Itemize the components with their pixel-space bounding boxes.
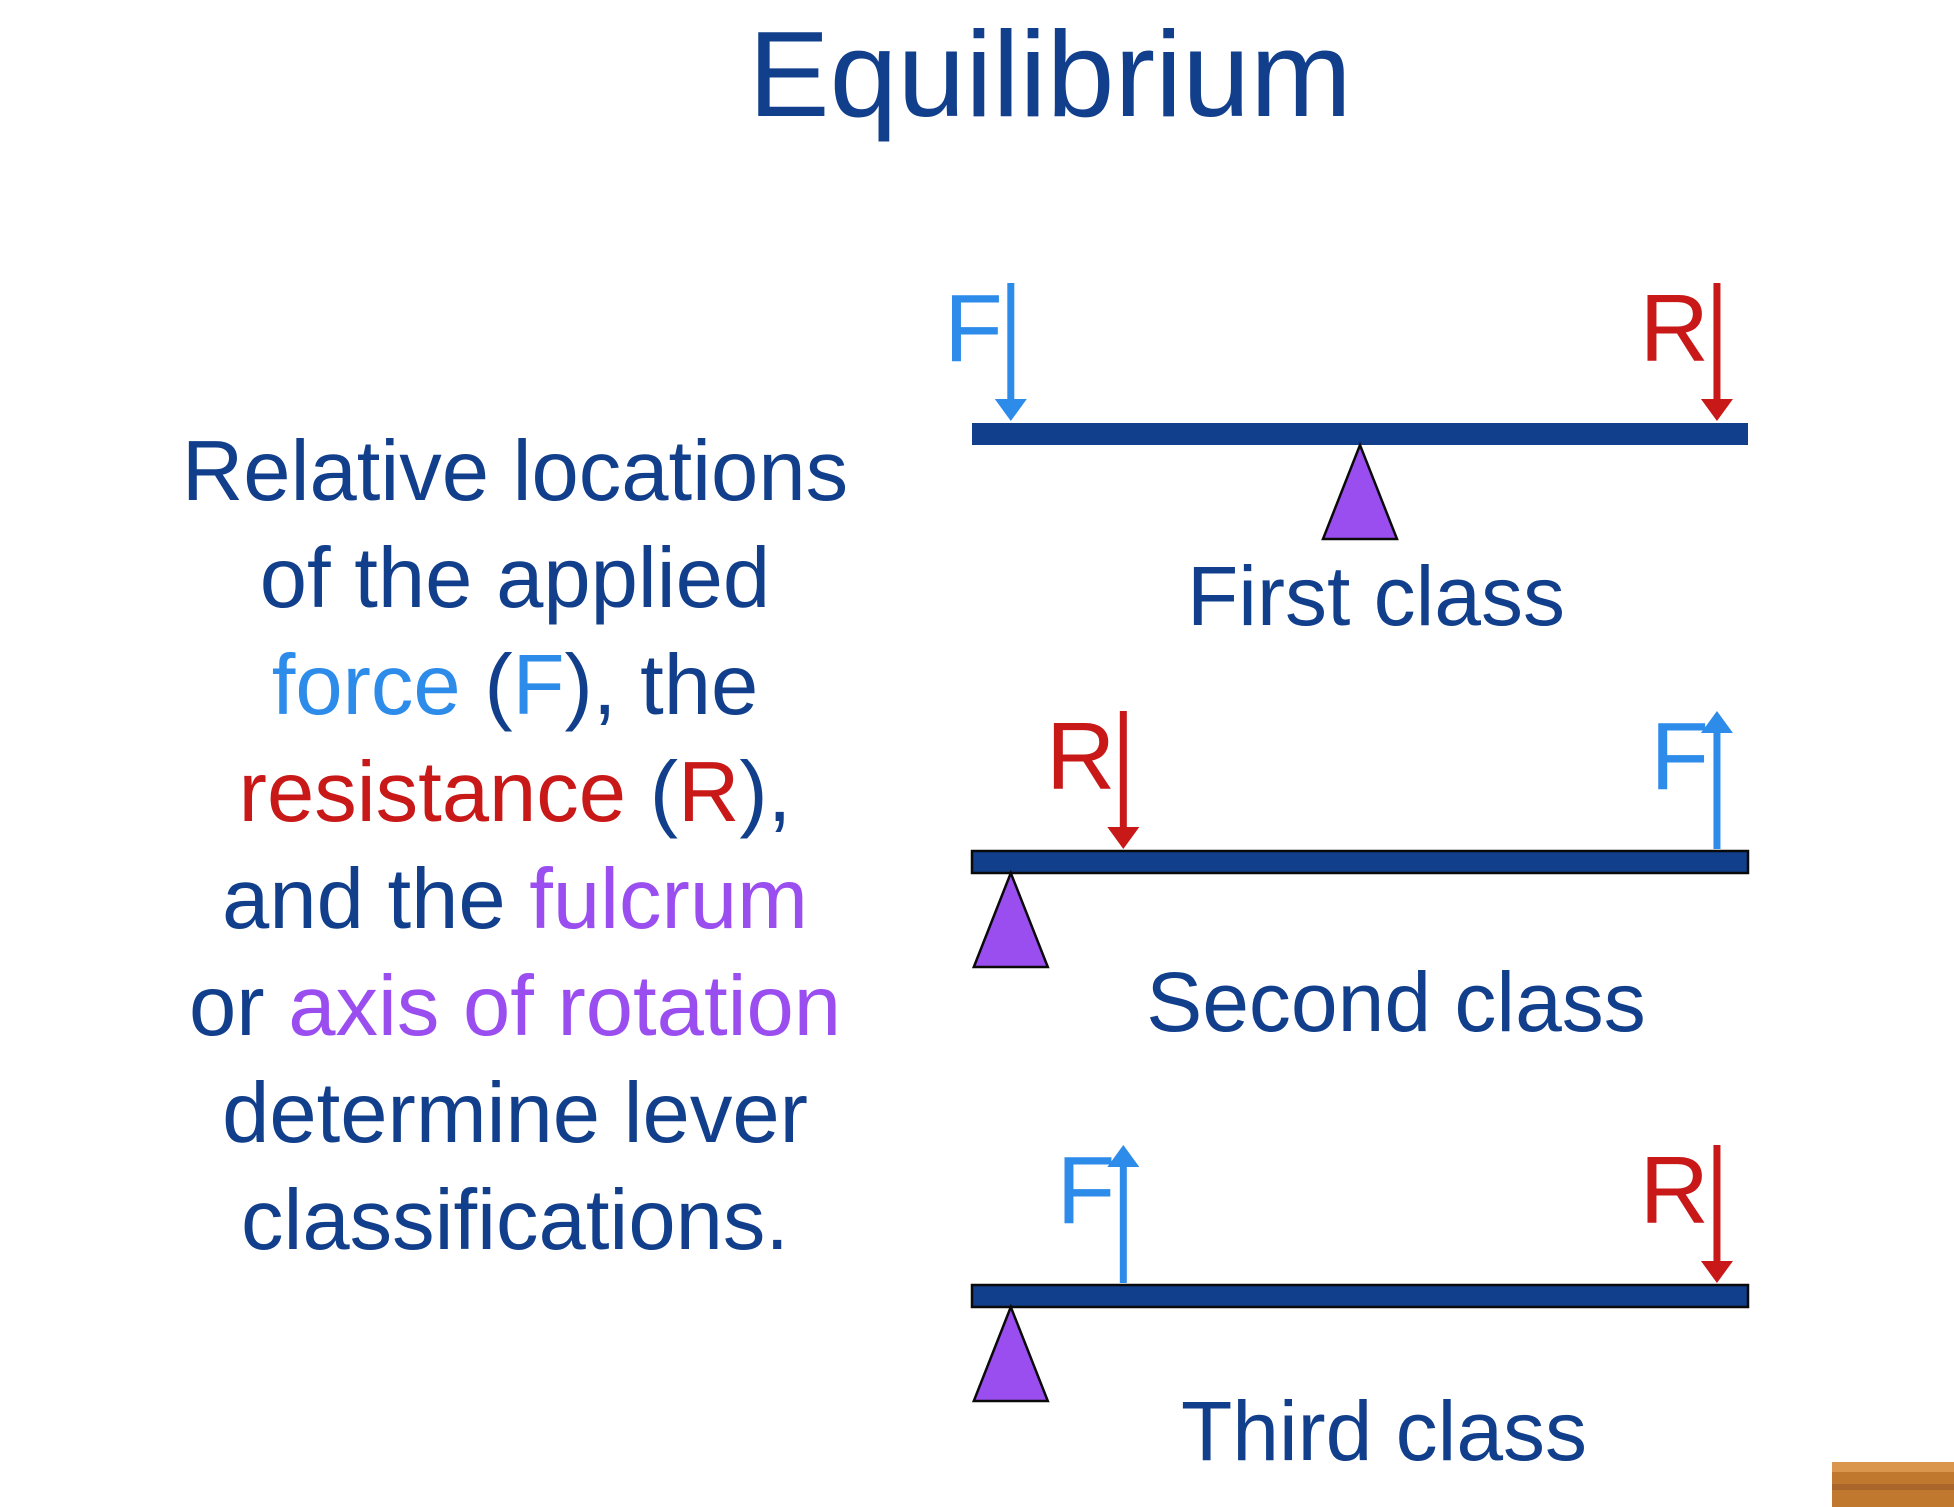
slide-title: Equilibrium <box>748 6 1352 142</box>
force-arrow-head <box>994 399 1027 421</box>
description-line: of the applied <box>120 525 910 632</box>
description-line: Relative locations <box>120 418 910 525</box>
description-normal-text: ( <box>626 745 678 840</box>
description-normal-text: and the <box>222 852 530 947</box>
description-normal-text: determine lever <box>222 1066 808 1161</box>
lever-caption: Second class <box>1146 955 1646 1049</box>
description-line: determine lever <box>120 1060 910 1167</box>
description-line: or axis of rotation <box>120 953 910 1060</box>
description-normal-text: Relative locations <box>181 424 849 519</box>
description-normal-text: ), the <box>564 638 759 733</box>
force-label: F <box>1650 703 1709 810</box>
description-line: and the fulcrum <box>120 846 910 953</box>
lever-beam <box>970 849 1750 875</box>
description-normal-text: or <box>189 959 289 1054</box>
resistance-arrow-head <box>1107 827 1140 849</box>
description-force-text: F <box>512 638 565 733</box>
lever-beam <box>972 423 1748 445</box>
corner-decoration <box>1832 1462 1954 1507</box>
lever-caption: Third class <box>1181 1384 1587 1478</box>
force-arrow-head <box>1700 711 1733 733</box>
description-normal-text: classifications. <box>241 1173 789 1268</box>
description-line: classifications. <box>120 1167 910 1274</box>
force-label: F <box>944 275 1003 382</box>
description-resistance-text: resistance <box>238 745 627 840</box>
description-force-text: force <box>271 638 461 733</box>
description-line: resistance (R), <box>120 739 910 846</box>
resistance-arrow-head <box>1700 1261 1733 1283</box>
lever-2: R F Second class <box>970 703 1750 1049</box>
force-arrow-head <box>1107 1145 1140 1167</box>
description-line: force (F), the <box>120 632 910 739</box>
lever-caption: First class <box>1187 549 1565 643</box>
lever-3: F R Third class <box>970 1137 1750 1478</box>
force-label: F <box>1057 1137 1116 1244</box>
fulcrum-triangle <box>1321 441 1399 541</box>
description-fulcrum-text: axis of rotation <box>288 959 841 1054</box>
description-resistance-text: R <box>678 745 740 840</box>
resistance-label: R <box>1640 1137 1709 1244</box>
description-fulcrum-text: fulcrum <box>529 852 808 947</box>
description-normal-text: ), <box>739 745 792 840</box>
resistance-label: R <box>1640 275 1709 382</box>
lever-1: F R First class <box>944 275 1748 643</box>
resistance-arrow-head <box>1700 399 1733 421</box>
description-normal-text: ( <box>460 638 513 733</box>
fulcrum-triangle <box>971 869 1050 969</box>
description-normal-text: of the applied <box>259 531 771 626</box>
lever-beam <box>970 1283 1750 1309</box>
fulcrum-triangle <box>971 1303 1050 1403</box>
resistance-label: R <box>1046 703 1115 810</box>
